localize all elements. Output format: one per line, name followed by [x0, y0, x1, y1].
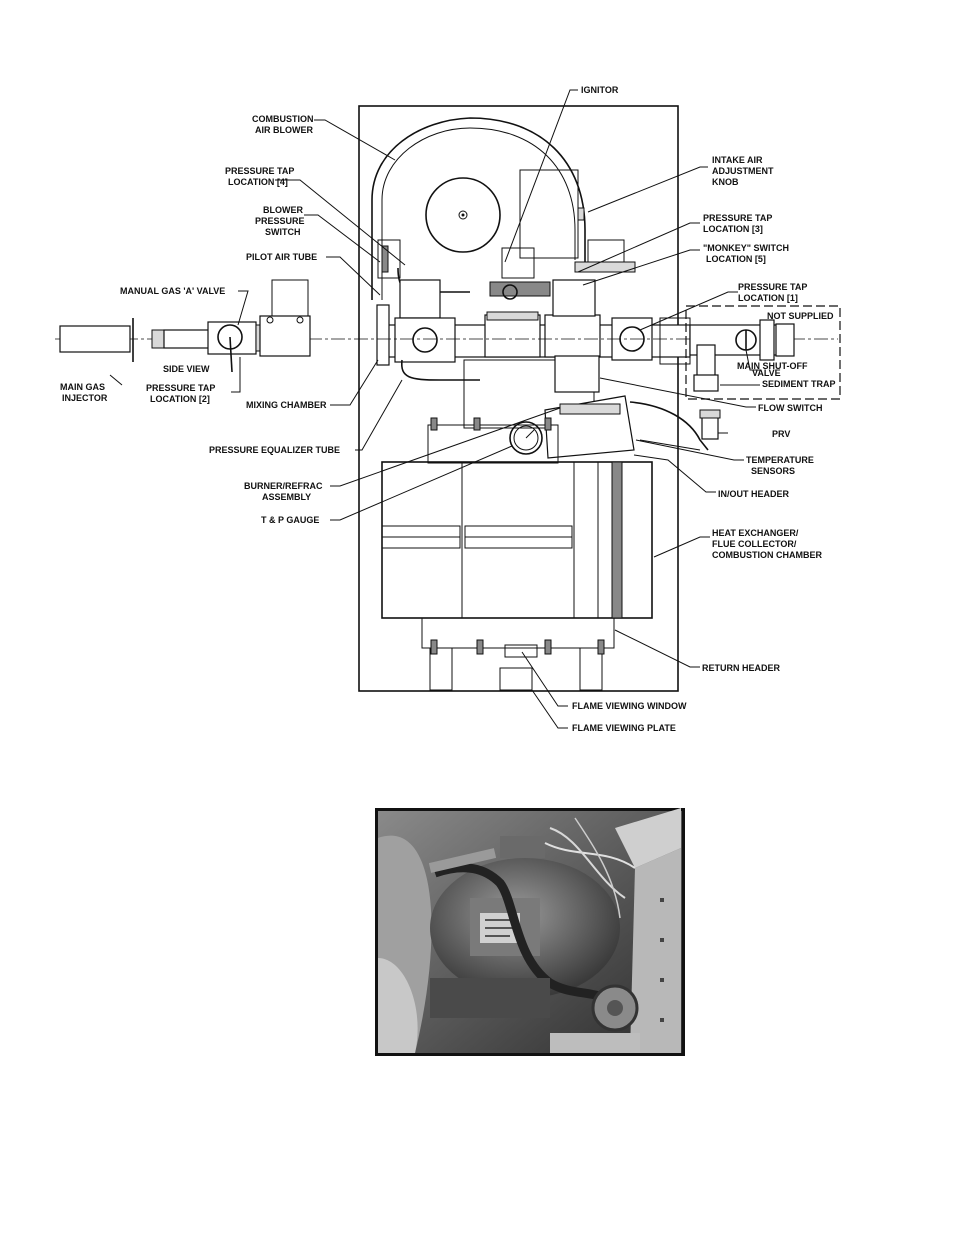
label-intake-air-1: INTAKE AIR [712, 155, 763, 165]
label-pressure-tap-1-2: LOCATION [1] [738, 293, 798, 303]
label-monkey-switch-2: LOCATION [5] [706, 254, 766, 264]
label-ignitor: IGNITOR [581, 85, 619, 95]
monkey-switch [574, 239, 636, 273]
blower-pressure-switch [377, 239, 401, 279]
pressure-equalizer-tube [401, 359, 480, 381]
label-flow-switch: FLOW SWITCH [758, 403, 823, 413]
not-supplied-box [685, 305, 841, 400]
label-blower-pressure-3: SWITCH [265, 227, 301, 237]
main-gas-injector [59, 318, 210, 362]
label-pressure-equalizer-tube: PRESSURE EQUALIZER TUBE [209, 445, 340, 455]
label-main-gas-injector-1: MAIN GAS [60, 382, 105, 392]
label-mixing-chamber: MIXING CHAMBER [246, 400, 327, 410]
boiler-interior-photo [375, 808, 685, 1056]
label-side-view: SIDE VIEW [163, 364, 210, 374]
label-not-supplied: NOT SUPPLIED [767, 311, 834, 321]
flow-switch [554, 355, 600, 393]
label-sediment-trap: SEDIMENT TRAP [762, 379, 836, 389]
flame-viewing-plate [499, 667, 533, 691]
label-pressure-tap-3-2: LOCATION [3] [703, 224, 763, 234]
label-heat-exchanger-2: FLUE COLLECTOR/ [712, 539, 797, 549]
label-pressure-tap-4-1: PRESSURE TAP [225, 166, 294, 176]
ignitor-assembly [489, 247, 551, 300]
label-manual-gas-valve: MANUAL GAS 'A' VALVE [120, 286, 225, 296]
manual-gas-valve [207, 279, 311, 373]
label-main-shutoff-1: MAIN SHUT-OFF [737, 361, 808, 371]
mixing-chamber [376, 304, 390, 366]
label-pressure-tap-2-2: LOCATION [2] [150, 394, 210, 404]
flame-viewing-window [504, 644, 538, 658]
label-flame-viewing-plate: FLAME VIEWING PLATE [572, 723, 676, 733]
sediment-trap [693, 344, 719, 392]
intake-air-knob [577, 207, 585, 221]
label-pressure-tap-1-1: PRESSURE TAP [738, 282, 807, 292]
label-combustion-air-blower-2: AIR BLOWER [255, 125, 313, 135]
tp-gauge [509, 421, 543, 455]
label-monkey-switch-1: "MONKEY" SWITCH [703, 243, 789, 253]
label-tp-gauge: T & P GAUGE [261, 515, 319, 525]
label-return-header: RETURN HEADER [702, 663, 781, 673]
label-burner-refrac-2: ASSEMBLY [262, 492, 311, 502]
label-temperature-sensors-2: SENSORS [751, 466, 795, 476]
label-flame-viewing-window: FLAME VIEWING WINDOW [572, 701, 687, 711]
cabinet-outline [358, 105, 679, 692]
label-in-out-header: IN/OUT HEADER [718, 489, 790, 499]
label-pressure-tap-4-2: LOCATION [4] [228, 177, 288, 187]
label-pressure-tap-2-1: PRESSURE TAP [146, 383, 215, 393]
label-combustion-air-blower-1: COMBUSTION [252, 114, 314, 124]
label-intake-air-2: ADJUSTMENT [712, 166, 774, 176]
burner-refrac-box [463, 359, 595, 429]
leader-lines [109, 89, 760, 729]
supply-header [427, 417, 559, 464]
label-blower-pressure-2: PRESSURE [255, 216, 305, 226]
boiler-component-diagram: IGNITOR COMBUSTION AIR BLOWER PRESSURE T… [55, 85, 841, 733]
label-intake-air-3: KNOB [712, 177, 739, 187]
label-main-shutoff-2: VALVE [752, 368, 781, 378]
label-blower-pressure-1: BLOWER [263, 205, 303, 215]
combustion-air-blower [371, 117, 586, 300]
label-pressure-tap-3-1: PRESSURE TAP [703, 213, 772, 223]
in-out-header [544, 395, 709, 459]
main-shutoff-valve [689, 319, 795, 361]
label-heat-exchanger-1: HEAT EXCHANGER/ [712, 528, 799, 538]
label-temperature-sensors-1: TEMPERATURE [746, 455, 814, 465]
prv [699, 409, 721, 440]
label-main-gas-injector-2: INJECTOR [62, 393, 108, 403]
label-burner-refrac-1: BURNER/REFRAC [244, 481, 323, 491]
label-prv: PRV [772, 429, 790, 439]
label-heat-exchanger-3: COMBUSTION CHAMBER [712, 550, 822, 560]
heat-exchanger [381, 461, 653, 619]
label-pilot-air-tube: PILOT AIR TUBE [246, 252, 317, 262]
return-header [421, 617, 615, 691]
